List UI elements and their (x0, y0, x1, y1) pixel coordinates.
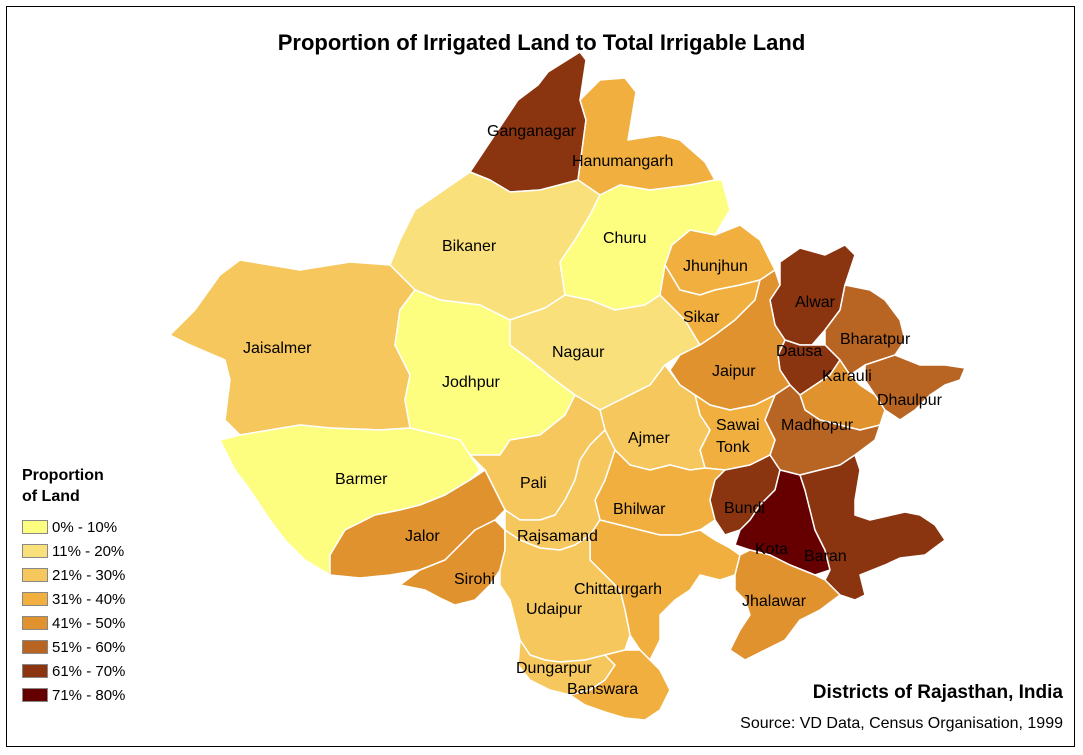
legend-title: Proportion of Land (22, 465, 125, 507)
legend-swatch (22, 664, 48, 678)
legend-item: 21% - 30% (22, 563, 125, 587)
district-hanumangarh[interactable] (577, 77, 716, 196)
label-bundi: Bundi (724, 500, 765, 517)
label-pali: Pali (520, 475, 547, 492)
label-ajmer: Ajmer (628, 430, 670, 447)
district-ganganagar[interactable] (469, 51, 587, 193)
district-jhalawar[interactable] (729, 549, 841, 661)
label-madhopur: Madhopur (781, 417, 854, 434)
legend-swatch (22, 688, 48, 702)
legend-items: 0% - 10% 11% - 20% 21% - 30% 31% - 40% 41% -… (22, 515, 125, 707)
legend-label: 61% - 70% (52, 662, 126, 680)
legend-item: 41% - 50% (22, 611, 125, 635)
legend-item: 0% - 10% (22, 515, 125, 539)
label-jodhpur: Jodhpur (442, 374, 500, 391)
legend-label: 71% - 80% (52, 686, 126, 704)
legend-swatch (22, 520, 48, 534)
label-kota: Kota (755, 541, 788, 558)
label-jalor: Jalor (405, 528, 440, 545)
label-bhilwar: Bhilwar (613, 501, 666, 518)
label-rajsamand: Rajsamand (517, 528, 598, 545)
label-hanumangarh: Hanumangarh (572, 153, 673, 170)
label-jhunjhun: Jhunjhun (683, 258, 748, 275)
legend-swatch (22, 616, 48, 630)
legend-swatch (22, 568, 48, 582)
legend-label: 21% - 30% (52, 566, 126, 584)
label-alwar: Alwar (795, 294, 836, 311)
label-udaipur: Udaipur (526, 601, 583, 618)
legend-item: 71% - 80% (22, 683, 125, 707)
district-baran[interactable] (799, 454, 946, 601)
legend-label: 31% - 40% (52, 590, 126, 608)
label-tonk: Tonk (716, 439, 751, 456)
legend-item: 31% - 40% (22, 587, 125, 611)
label-dungarpur: Dungarpur (516, 660, 592, 677)
label-baran: Baran (804, 548, 847, 565)
label-sikar: Sikar (683, 309, 720, 326)
legend-label: 41% - 50% (52, 614, 126, 632)
source-note: Source: VD Data, Census Organisation, 19… (740, 715, 1063, 732)
legend-swatch (22, 592, 48, 606)
label-dhaulpur: Dhaulpur (877, 392, 943, 409)
legend: Proportion of Land 0% - 10% 11% - 20% 21% … (22, 465, 125, 707)
legend-label: 51% - 60% (52, 638, 126, 656)
label-dausa: Dausa (776, 343, 822, 360)
legend-item: 11% - 20% (22, 539, 125, 563)
label-jaisalmer: Jaisalmer (243, 340, 312, 357)
label-sawai: Sawai (716, 417, 760, 434)
label-banswara: Banswara (567, 681, 638, 698)
label-nagaur: Nagaur (552, 344, 605, 361)
legend-item: 61% - 70% (22, 659, 125, 683)
label-sirohi: Sirohi (454, 571, 495, 588)
label-jaipur: Jaipur (712, 363, 756, 380)
legend-swatch (22, 640, 48, 654)
label-ganganagar: Ganganagar (487, 123, 577, 140)
map-subtitle: Districts of Rajasthan, India (812, 682, 1063, 703)
label-churu: Churu (603, 230, 647, 247)
legend-swatch (22, 544, 48, 558)
label-karauli: Karauli (822, 368, 872, 385)
district-dhaulpur[interactable] (864, 354, 966, 421)
label-jhalawar: Jhalawar (742, 593, 807, 610)
map-title: Proportion of Irrigated Land to Total Ir… (277, 30, 806, 55)
legend-label: 0% - 10% (52, 518, 118, 536)
label-bikaner: Bikaner (442, 238, 497, 255)
label-barmer: Barmer (335, 471, 388, 488)
district-banswara[interactable] (569, 649, 671, 721)
legend-title-line1: Proportion (22, 467, 104, 484)
legend-label: 11% - 20% (52, 542, 125, 560)
district-udaipur[interactable] (499, 529, 631, 663)
label-bharatpur: Bharatpur (840, 331, 911, 348)
map-frame (6, 6, 1075, 747)
legend-title-line2: of Land (22, 488, 80, 505)
legend-item: 51% - 60% (22, 635, 125, 659)
label-chittaurgarh: Chittaurgarh (574, 581, 662, 598)
